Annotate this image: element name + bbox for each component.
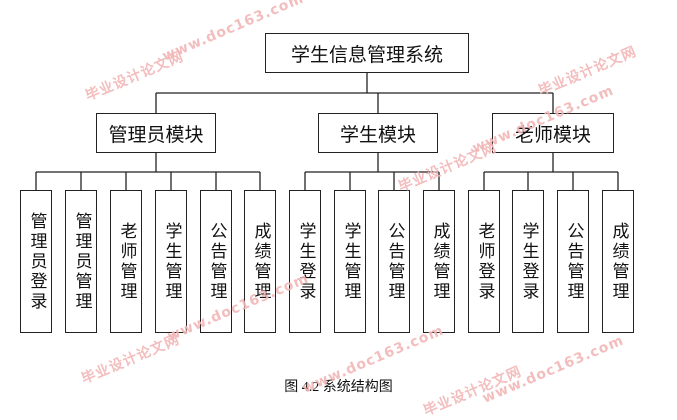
- function-node-label: 学生管理: [161, 221, 182, 302]
- function-node: 老师登录: [468, 190, 500, 333]
- function-node: 公告管理: [557, 190, 589, 333]
- function-node-label: 学生管理: [340, 221, 361, 302]
- function-node: 成绩管理: [602, 190, 634, 333]
- module-node: 管理员模块: [96, 113, 216, 153]
- function-node-label: 成绩管理: [608, 221, 629, 302]
- function-node: 学生登录: [289, 190, 321, 333]
- root-node: 学生信息管理系统: [265, 33, 469, 73]
- function-node-label: 成绩管理: [250, 221, 271, 302]
- function-node-label: 学生登录: [295, 221, 316, 302]
- function-node-label: 成绩管理: [429, 221, 450, 302]
- function-node: 管理员管理: [65, 190, 97, 333]
- function-node: 老师管理: [110, 190, 142, 333]
- module-node-label: 管理员模块: [108, 123, 204, 146]
- function-node: 公告管理: [378, 190, 410, 333]
- module-node: 学生模块: [318, 113, 438, 153]
- function-node: 管理员登录: [20, 190, 52, 333]
- function-node-label: 公告管理: [206, 221, 227, 302]
- module-node: 老师模块: [492, 113, 614, 153]
- function-node-label: 公告管理: [563, 221, 584, 302]
- root-node-label: 学生信息管理系统: [290, 43, 443, 66]
- function-node-label: 学生登录: [518, 221, 539, 302]
- function-node: 公告管理: [200, 190, 232, 333]
- function-node: 学生管理: [334, 190, 366, 333]
- function-node-label: 老师登录: [474, 221, 495, 302]
- function-node: 学生管理: [155, 190, 187, 333]
- function-node: 成绩管理: [244, 190, 276, 333]
- module-node-label: 老师模块: [514, 123, 591, 146]
- function-node: 成绩管理: [423, 190, 455, 333]
- figure-caption: 图 4.2 系统结构图: [284, 380, 393, 395]
- module-node-label: 学生模块: [339, 123, 416, 146]
- function-node-label: 老师管理: [116, 221, 137, 302]
- function-node-label: 管理员登录: [26, 211, 47, 312]
- function-node-label: 管理员管理: [71, 211, 92, 312]
- function-node-label: 公告管理: [384, 221, 405, 302]
- function-node: 学生登录: [512, 190, 544, 333]
